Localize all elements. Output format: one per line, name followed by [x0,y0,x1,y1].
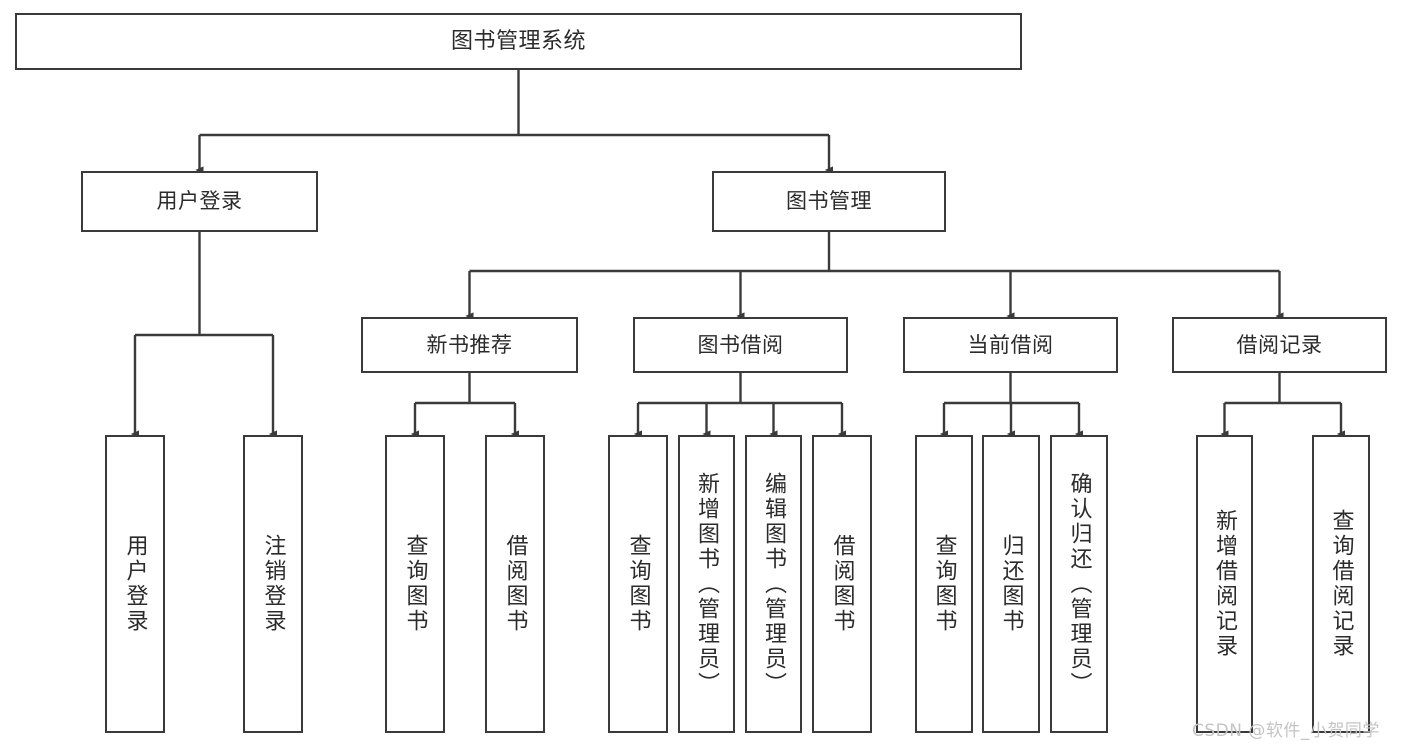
node-label: 查询图书 [931,534,957,634]
node-leaf-add-book: 新增图书（管理员） [678,435,735,733]
edge-group [130,70,1346,438]
node-book-borrow: 图书借阅 [633,317,848,373]
node-root: 图书管理系统 [15,13,1022,70]
node-label: 借阅记录 [1236,332,1323,357]
node-leaf-edit-book: 编辑图书（管理员） [745,435,802,733]
node-label: 借阅图书 [502,534,528,634]
node-label: 新书推荐 [426,332,513,357]
node-label: 查询图书 [402,534,428,634]
node-leaf-logout: 注销登录 [243,435,303,733]
node-borrow-record: 借阅记录 [1172,317,1387,373]
node-label: 新增借阅记录 [1212,509,1238,659]
node-leaf-query-record: 查询借阅记录 [1312,435,1370,733]
node-label: 归还图书 [998,534,1024,634]
node-leaf-query-book-rec: 查询图书 [385,435,445,733]
node-label: 图书借阅 [697,332,784,357]
node-book-manage: 图书管理 [712,171,946,232]
node-leaf-confirm-return: 确认归还（管理员） [1050,435,1108,733]
node-leaf-user-login: 用户登录 [105,435,165,733]
node-new-book-rec: 新书推荐 [361,317,578,373]
node-leaf-query-book-cur: 查询图书 [915,435,973,733]
node-label: 查询借阅记录 [1328,509,1354,659]
node-leaf-return-book: 归还图书 [982,435,1040,733]
node-label: 图书管理系统 [450,28,586,54]
node-leaf-borrow-book: 借阅图书 [812,435,872,733]
node-label: 借阅图书 [829,534,855,634]
node-leaf-borrow-book-rec: 借阅图书 [485,435,545,733]
node-current-borrow: 当前借阅 [903,317,1118,373]
node-label: 当前借阅 [967,332,1054,357]
node-label: 查询图书 [625,534,651,634]
node-label: 图书管理 [786,189,872,214]
node-label: 用户登录 [156,189,243,214]
node-label: 确认归还（管理员） [1066,471,1092,697]
node-leaf-add-record: 新增借阅记录 [1196,435,1253,733]
node-user-login: 用户登录 [81,171,318,232]
node-label: 新增图书（管理员） [694,471,720,697]
csdn-watermark: CSDN @软件_小贺同学 [1192,721,1380,741]
node-label: 编辑图书（管理员） [761,471,787,697]
node-label: 用户登录 [122,534,148,634]
node-leaf-query-book: 查询图书 [608,435,668,733]
node-label: 注销登录 [260,534,286,634]
